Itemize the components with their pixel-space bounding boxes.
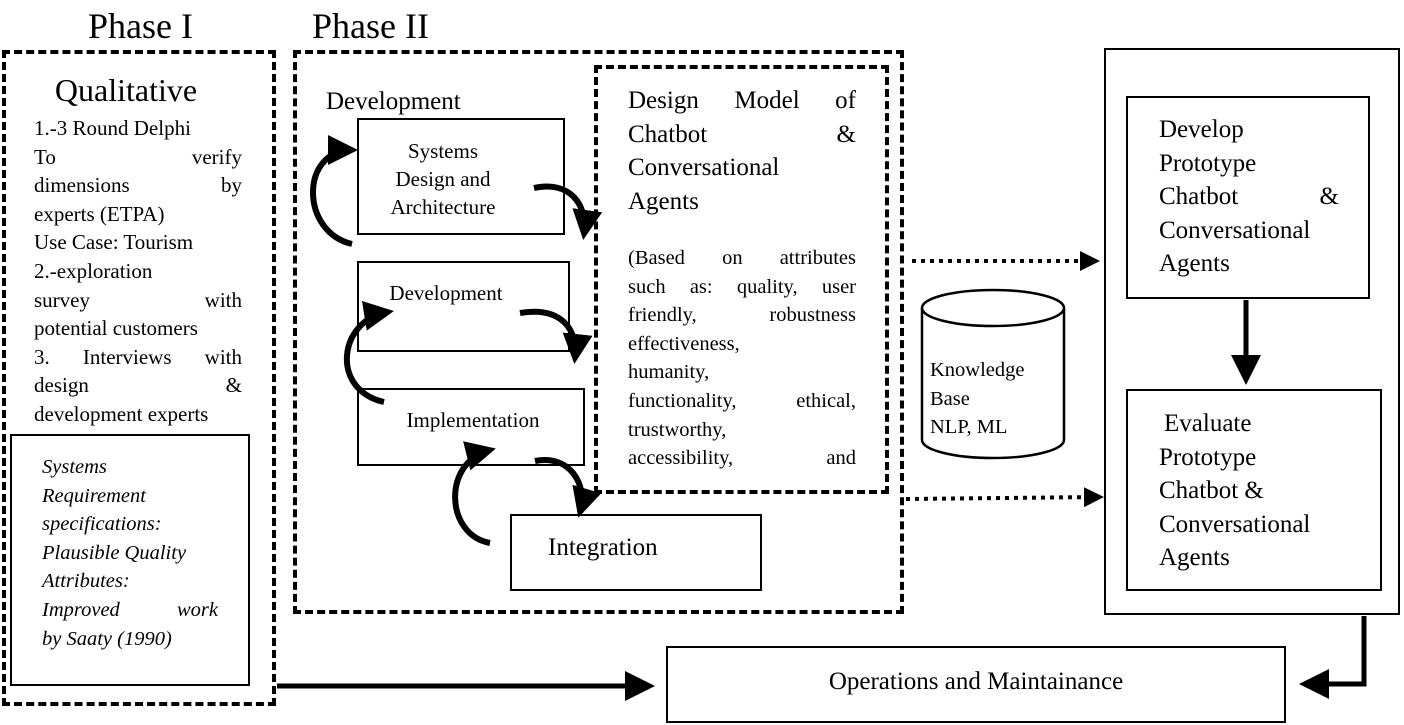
attribute-line: (Based on attributes <box>628 247 856 269</box>
design-model-title: Design Model of Chatbot & Conversational… <box>628 84 856 218</box>
develop-prototype-box <box>1126 96 1370 299</box>
systems-to-model-arrow <box>533 183 603 240</box>
qualitative-line: design & <box>34 373 242 398</box>
development-loop-arrow <box>344 301 394 405</box>
implementation-loop-arrow <box>452 441 496 546</box>
attribute-line: humanity, <box>628 361 710 384</box>
attribute-line: such as: quality, user <box>628 275 856 298</box>
knowledge-base-line: NLP, ML <box>930 416 1008 439</box>
qualitative-line: development experts <box>34 401 209 426</box>
develop-line: Chatbot & <box>1159 183 1339 210</box>
phase2-to-evaluate-arrow <box>905 487 1104 508</box>
integration-box <box>510 514 762 591</box>
attribute-line: trustworthy, <box>628 418 727 441</box>
systems-design-line: Systems <box>407 139 478 163</box>
qualitative-text: 1.-3 Round Delphi To verify dimensions b… <box>34 114 242 429</box>
develop-line: Develop <box>1159 116 1244 143</box>
development-to-model-arrow <box>519 308 593 364</box>
development-label: Development <box>326 88 461 115</box>
evaluate-line: Chatbot & <box>1159 477 1264 504</box>
qualitative-line: 2.-exploration <box>34 258 153 283</box>
spec-line: Improved work <box>42 598 218 621</box>
implementation-text: Implementation <box>406 408 540 432</box>
phase-2-title: Phase II <box>312 6 429 46</box>
attribute-line: effectiveness, <box>628 332 740 355</box>
systems-design-loop-arrow <box>310 135 358 247</box>
evaluate-line: Prototype <box>1159 443 1257 471</box>
evaluate-line: Conversational <box>1159 510 1311 538</box>
knowledge-base-text: Knowledge Base NLP, ML <box>930 356 1025 442</box>
evaluate-prototype-box <box>1126 389 1382 591</box>
design-model-attributes: (Based on attributes such as: quality, u… <box>628 244 856 473</box>
spec-line: Attributes: <box>42 570 130 593</box>
design-model-container <box>594 65 889 494</box>
spec-line: Requirement <box>42 484 146 507</box>
spec-line: Plausible Quality <box>42 541 187 564</box>
spec-line: specifications: <box>42 513 162 536</box>
requirements-spec-box <box>10 434 250 686</box>
systems-design-text: Systems Design and Architecture <box>357 137 529 221</box>
evaluate-line: Evaluate <box>1164 410 1252 437</box>
knowledge-base-cylinder <box>920 288 1066 460</box>
develop-line: Agents <box>1159 250 1230 277</box>
design-model-title-line: Chatbot & <box>628 120 856 148</box>
requirements-spec-text: Systems Requirement specifications: Plau… <box>42 453 218 653</box>
knowledge-base-line: Knowledge <box>930 359 1025 381</box>
attribute-line: functionality, ethical, <box>628 389 856 412</box>
qualitative-line: survey with <box>34 287 242 312</box>
operations-text: Operations and Maintainance <box>828 668 1124 695</box>
development-text: Development <box>389 281 503 305</box>
phase-1-title: Phase I <box>88 6 193 46</box>
qualitative-line: experts (ETPA) <box>34 201 165 226</box>
knowledge-base-line: Base <box>930 387 970 410</box>
evaluate-prototype-text: Evaluate Prototype Chatbot & Conversatio… <box>1159 407 1349 575</box>
develop-line: Prototype <box>1159 149 1257 177</box>
implementation-to-integration-arrow <box>534 457 602 518</box>
phase-1-container <box>2 50 276 706</box>
attribute-line: accessibility, and <box>628 447 856 470</box>
design-model-title-line: Design Model of <box>628 87 856 114</box>
systems-design-line: Architecture <box>390 195 496 219</box>
qualitative-line: dimensions by <box>34 173 242 198</box>
prototype-to-operations-arrow <box>1299 616 1367 699</box>
design-model-title-line: Agents <box>628 187 699 215</box>
systems-design-line: Design and <box>395 167 491 191</box>
develop-line: Conversational <box>1159 216 1311 244</box>
operations-box <box>666 646 1286 723</box>
design-model-title-line: Conversational <box>628 154 780 181</box>
qualitative-line: potential customers <box>34 316 198 341</box>
spec-line: by Saaty (1990) <box>42 627 172 650</box>
qualitative-heading: Qualitative <box>54 72 198 108</box>
phase-2-container <box>293 50 904 614</box>
systems-design-box <box>357 118 565 235</box>
attribute-line: friendly, robustness <box>628 304 856 327</box>
develop-prototype-text: Develop Prototype Chatbot & Conversation… <box>1159 113 1339 281</box>
qualitative-line: To verify <box>34 144 242 169</box>
qualitative-line: Use Case: Tourism <box>34 230 194 255</box>
qualitative-line: 1.-3 Round Delphi <box>34 116 191 140</box>
qualitative-line: 3. Interviews with <box>34 344 242 369</box>
evaluate-line: Agents <box>1159 544 1230 571</box>
spec-line: Systems <box>42 456 107 478</box>
integration-text: Integration <box>548 534 658 561</box>
